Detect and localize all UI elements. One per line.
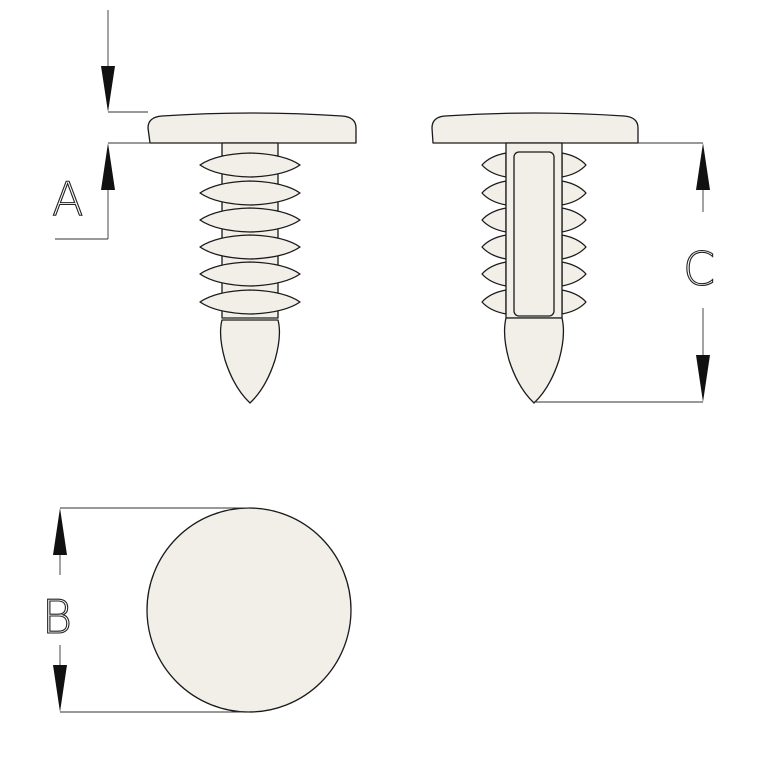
arrow-up-icon — [696, 143, 710, 190]
head-top-view — [146, 507, 352, 713]
fin — [199, 152, 301, 178]
fin — [199, 207, 301, 233]
arrow-up-icon — [53, 508, 67, 555]
tip-left — [219, 319, 281, 404]
slot-right — [513, 151, 555, 317]
fins-left — [199, 152, 301, 315]
fin — [199, 261, 301, 287]
fin — [481, 152, 507, 178]
fin — [561, 234, 587, 260]
fin — [199, 234, 301, 260]
side-view-right — [431, 112, 639, 404]
arrow-down-icon — [696, 355, 710, 402]
arrow-down-icon — [101, 66, 115, 112]
dimension-a: A — [51, 10, 150, 240]
tip-right — [503, 317, 565, 404]
dimension-label-c: C — [683, 242, 715, 296]
fin — [481, 289, 507, 315]
fin — [199, 180, 301, 206]
dimension-b: B — [41, 507, 249, 713]
fin — [199, 289, 301, 315]
fin — [481, 180, 507, 206]
arrow-up-icon — [101, 143, 115, 190]
fin — [481, 261, 507, 287]
dimension-c: C — [534, 142, 716, 403]
fin — [561, 289, 587, 315]
dimension-label-a: A — [52, 172, 83, 226]
fin — [561, 261, 587, 287]
arrow-down-icon — [53, 665, 67, 712]
fin — [561, 152, 587, 178]
head-right — [431, 112, 639, 144]
side-view-left — [147, 112, 357, 404]
fin — [561, 180, 587, 206]
dimension-label-b: B — [42, 590, 72, 644]
fin — [561, 207, 587, 233]
fin — [481, 234, 507, 260]
fin — [481, 207, 507, 233]
head-left — [147, 112, 357, 144]
